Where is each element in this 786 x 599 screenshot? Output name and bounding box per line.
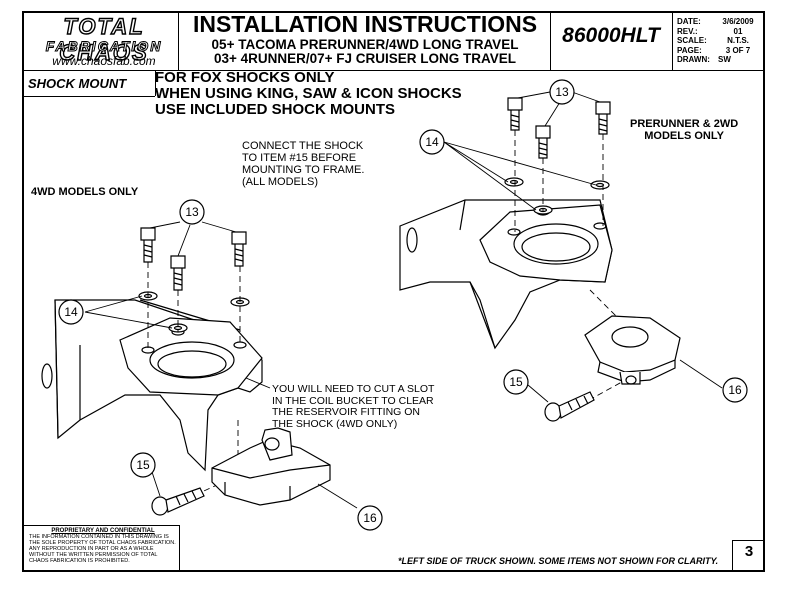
left-bucket-boss [41, 363, 53, 389]
slot-note-line2: IN THE COIL BUCKET TO CLEAR [272, 394, 434, 407]
meta-value-date: 3/6/2009 [722, 17, 754, 26]
header-divider [22, 70, 765, 71]
right-washer-3 [590, 180, 610, 190]
page-box-left [732, 540, 733, 572]
meta-label-scale: SCALE: [677, 36, 707, 46]
document-title: INSTALLATION INSTRUCTIONS [192, 11, 538, 37]
right-models-label: PRERUNNER & 2WD MODELS ONLY [630, 118, 738, 142]
balloon-right-16 [722, 377, 748, 403]
company-logo-line1: TOTAL CHAOS [59, 13, 149, 65]
section-label: SHOCK MOUNT [28, 76, 127, 91]
proprietary-body: THE INFORMATION CONTAINED IN THIS DRAWIN… [29, 534, 176, 564]
right-bolt-2 [535, 125, 551, 159]
meta-label-rev: REV.: [677, 26, 698, 36]
part-number: 86000HLT [562, 24, 660, 47]
left-shock-mount [211, 439, 331, 506]
left-shock-hole [149, 341, 235, 379]
meta-value-drawn: SW [718, 55, 731, 65]
balloon-left-16 [357, 505, 383, 531]
right-label-line2: MODELS ONLY [644, 130, 724, 142]
balloon-left-14 [58, 299, 84, 325]
fox-note-line2: WHEN USING KING, SAW & ICON SHOCKS [155, 85, 462, 102]
balloon-right-15 [503, 369, 529, 395]
connect-note-line2: TO ITEM #15 BEFORE [242, 152, 357, 164]
left-models-label: 4WD MODELS ONLY [31, 186, 139, 198]
meta-label-drawn: DRAWN: [677, 55, 710, 65]
item-13-left: 13 [185, 205, 199, 219]
proprietary-notice: PROPRIETARY AND CONFIDENTIAL THE INFORMA… [29, 528, 177, 564]
slot-note-line4: THE SHOCK (4WD ONLY) [272, 417, 398, 430]
slot-note-line1: YOU WILL NEED TO CUT A SLOT [272, 383, 435, 395]
item-16-right: 16 [728, 383, 742, 397]
meta-label-date: DATE: [677, 17, 701, 26]
section-underline [22, 96, 155, 97]
right-bolt-15 [544, 391, 595, 422]
subtitle-4runner: 03+ 4RUNNER/07+ FJ CRUISER LONG TRAVEL [213, 51, 517, 66]
fox-note-line3: USE INCLUDED SHOCK MOUNTS [155, 101, 396, 118]
balloon-left-13 [179, 199, 205, 225]
item-14-right: 14 [425, 135, 439, 149]
right-shock-hole [513, 223, 599, 265]
left-bolt-2 [170, 255, 186, 291]
connect-note-line1: CONNECT THE SHOCK [242, 140, 364, 152]
right-label-line1: PRERUNNER & 2WD [630, 118, 739, 130]
title-divider [550, 11, 551, 70]
item-15-right: 15 [509, 375, 523, 389]
partnum-divider [672, 11, 673, 70]
logo-divider [178, 11, 179, 70]
clarity-footnote: *LEFT SIDE OF TRUCK SHOWN. SOME ITEMS NO… [398, 556, 719, 566]
subtitle-tacoma: 05+ TACOMA PRERUNNER/4WD LONG TRAVEL [211, 37, 519, 52]
connect-note-line4: (ALL MODELS) [242, 176, 319, 188]
page-number: 3 [744, 543, 754, 560]
meta-labels: DATE: REV.: SCALE: PAGE: DRAWN: [677, 17, 710, 65]
right-washer-1 [504, 177, 524, 187]
item-13-right: 13 [555, 85, 569, 99]
meta-values: 3/6/2009 01 N.T.S. 3 OF 7 SW [716, 17, 760, 65]
item-15-left: 15 [136, 458, 150, 472]
slot-note-line3: THE RESERVOIR FITTING ON [272, 406, 420, 418]
proprietary-heading: PROPRIETARY AND CONFIDENTIAL [51, 528, 155, 534]
meta-value-page: 3 OF 7 [725, 45, 751, 55]
fox-shock-note: FOR FOX SHOCKS ONLY WHEN USING KING, SAW… [155, 70, 462, 118]
connect-note-line3: MOUNTING TO FRAME. [242, 164, 365, 176]
drawing-sheet [22, 11, 765, 572]
disclaimer-right-border [179, 525, 180, 572]
page-box-top [732, 540, 765, 541]
left-bolt-1 [140, 227, 156, 263]
right-bolt-1 [507, 97, 523, 131]
company-url: www.chaosfab.com [52, 54, 156, 68]
left-bolt-3 [231, 231, 247, 267]
meta-value-scale: N.T.S. [727, 36, 749, 46]
item-16-left: 16 [363, 511, 377, 525]
balloon-right-14 [419, 129, 445, 155]
connect-shock-note: CONNECT THE SHOCK TO ITEM #15 BEFORE MOU… [242, 140, 364, 188]
right-bolt-3 [595, 101, 611, 135]
balloon-right-13 [549, 79, 575, 105]
fox-note-line1: FOR FOX SHOCKS ONLY [155, 69, 335, 86]
section-box-edge [155, 70, 156, 96]
right-bucket-boss [406, 227, 418, 253]
meta-value-rev: 01 [733, 26, 743, 36]
slot-cut-note: YOU WILL NEED TO CUT A SLOT IN THE COIL … [272, 383, 435, 430]
item-14-left: 14 [64, 305, 78, 319]
left-bolt-15 [151, 487, 205, 516]
disclaimer-top-border [22, 525, 179, 526]
balloon-left-15 [130, 452, 156, 478]
company-logo-line2: FABRICATION [45, 38, 163, 55]
meta-label-page: PAGE: [677, 45, 702, 55]
